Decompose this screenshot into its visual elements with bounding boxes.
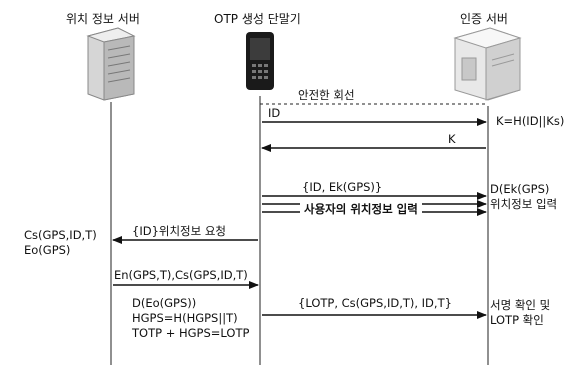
label-verify: 서명 확인 및 LOTP 확인 xyxy=(490,298,551,327)
label-lotp-message: {LOTP, Cs(GPS,ID,T), ID,T} xyxy=(298,296,452,310)
auth-server-icon xyxy=(453,27,522,101)
label-id: ID xyxy=(268,106,281,120)
label-decrypt-gps: D(Ek(GPS) 위치정보 입력 xyxy=(490,182,558,211)
label-id-enc-gps: {ID, Ek(GPS)} xyxy=(302,180,383,194)
label-location-server-state: Cs(GPS,ID,T) Eo(GPS) xyxy=(24,228,97,257)
label-location-server: 위치 정보 서버 xyxy=(66,12,140,26)
label-otp-computation: D(Eo(GPS)) HGPS=H(HGPS||T) TOTP + HGPS=L… xyxy=(132,296,250,340)
label-enc-reply: En(GPS,T),Cs(GPS,ID,T) xyxy=(114,268,248,282)
label-secure-channel: 안전한 회선 xyxy=(298,88,355,102)
label-auth-server: 인증 서버 xyxy=(460,12,508,26)
label-location-request: {ID}위치정보 요청 xyxy=(132,224,227,238)
label-otp-terminal: OTP 생성 단말기 xyxy=(214,12,301,26)
phone-icon xyxy=(246,32,274,90)
server-icon xyxy=(86,27,136,101)
label-k-formula: K=H(ID||Ks) xyxy=(496,114,565,128)
label-k: K xyxy=(448,132,456,146)
label-user-location-input: 사용자의 위치정보 입력 xyxy=(300,202,422,216)
